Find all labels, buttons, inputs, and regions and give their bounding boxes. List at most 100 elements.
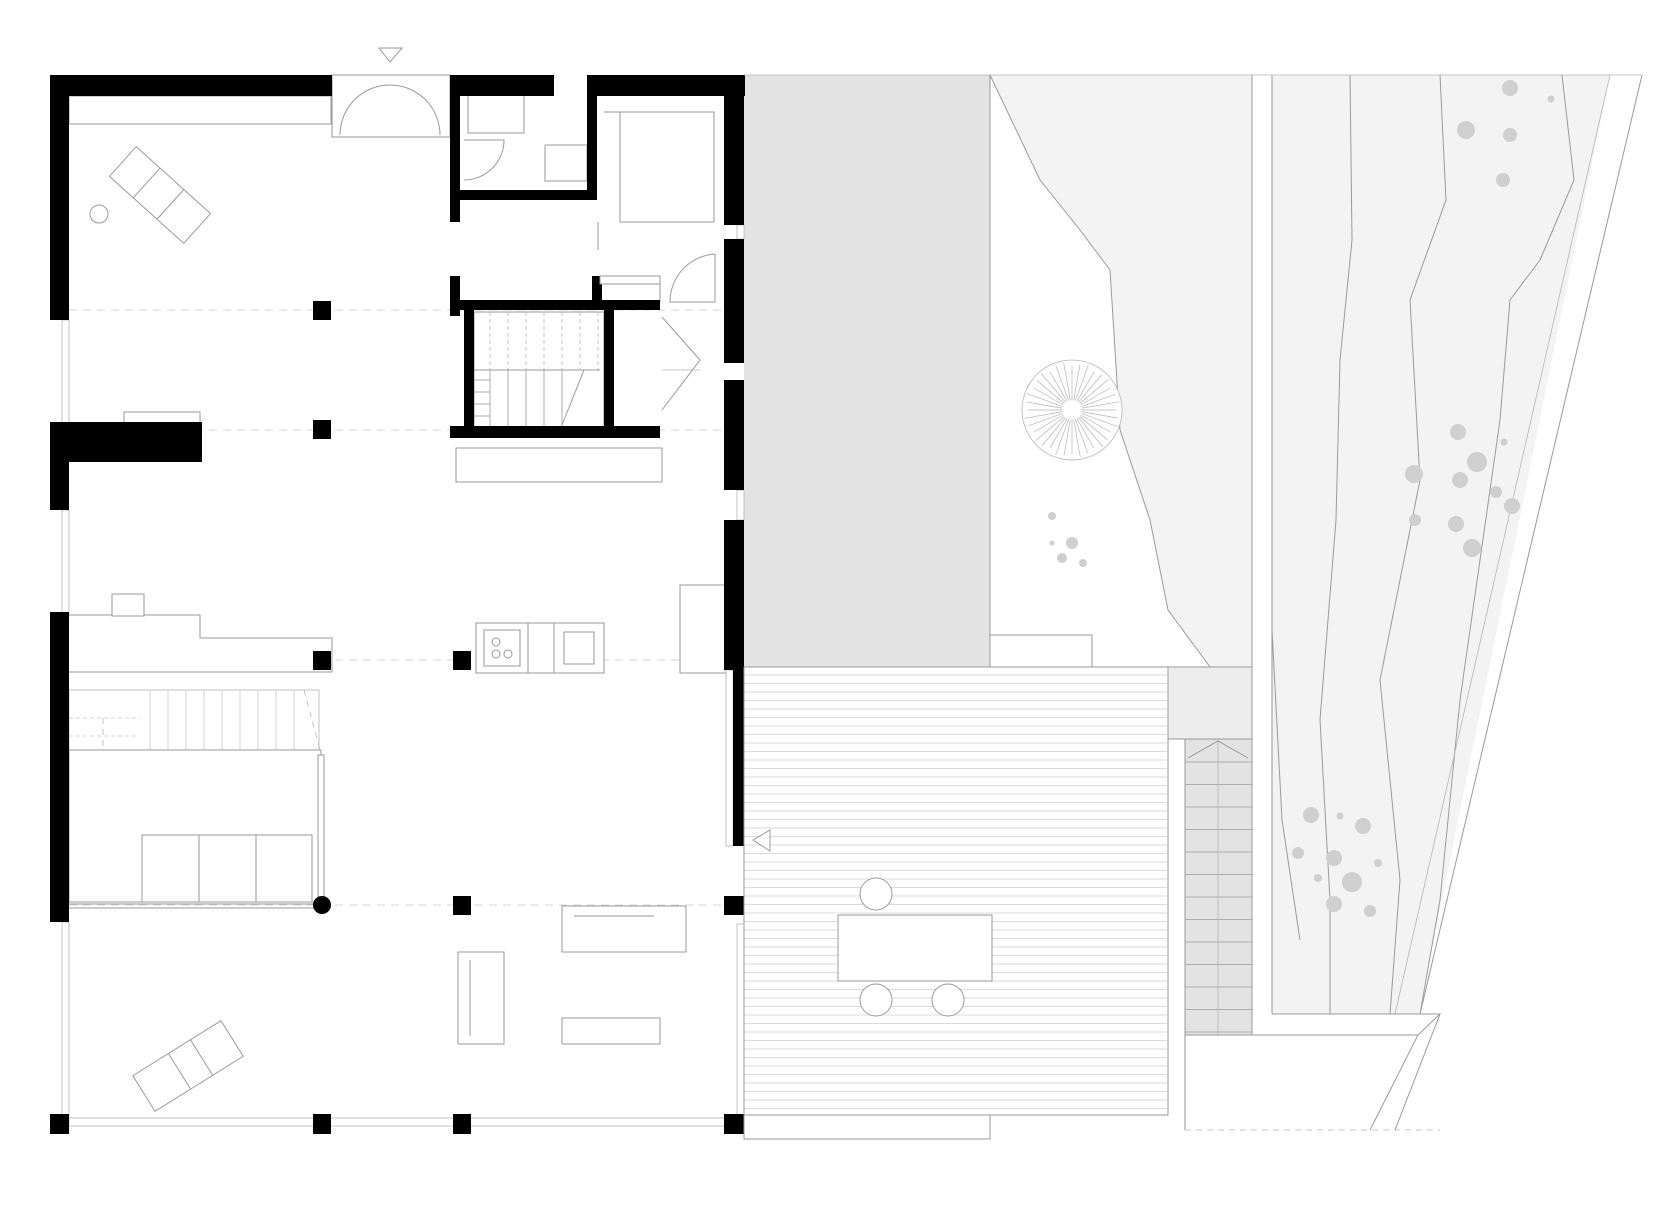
thin-outlines bbox=[743, 74, 1642, 1139]
tree-branch bbox=[1081, 411, 1118, 419]
paved-strip bbox=[744, 75, 990, 667]
sofa-cushion-1 bbox=[141, 834, 200, 903]
pebble bbox=[1448, 516, 1464, 532]
column-2 bbox=[313, 420, 331, 439]
wall-stair-bottom bbox=[450, 426, 660, 438]
wc-door-swing bbox=[463, 139, 505, 181]
stair-arrow-line bbox=[559, 369, 585, 431]
tree-branch bbox=[1055, 419, 1069, 456]
tree-branch bbox=[1033, 387, 1064, 406]
column-8 bbox=[453, 1114, 471, 1134]
pebble bbox=[1326, 896, 1342, 912]
wall-stair-mid bbox=[604, 306, 614, 436]
tree-branch bbox=[1079, 378, 1109, 404]
tree-branch bbox=[1076, 418, 1095, 449]
terrace-chair-bottom-right bbox=[931, 983, 965, 1017]
window-sill-left bbox=[61, 319, 70, 426]
wall-wc-left bbox=[450, 75, 460, 222]
pebble bbox=[1463, 539, 1481, 557]
pebble bbox=[1457, 121, 1475, 139]
river-bank-3 bbox=[1419, 74, 1575, 1015]
entry-door-swing-left bbox=[339, 84, 391, 136]
tree-branch bbox=[1080, 387, 1111, 406]
pebble bbox=[1292, 847, 1304, 859]
exterior-stair bbox=[1184, 738, 1253, 1036]
lounge-chair-bottom bbox=[132, 1019, 244, 1113]
exterior-stair-treads bbox=[1185, 761, 1252, 1033]
river-bank-4 bbox=[1271, 629, 1301, 941]
pebble bbox=[1314, 874, 1322, 882]
wall-top-wc-left bbox=[450, 75, 554, 96]
tree-branch bbox=[1042, 417, 1066, 446]
window-sill-right bbox=[725, 669, 734, 847]
wall-left-lower bbox=[50, 612, 69, 922]
pebble bbox=[1450, 424, 1466, 440]
terrace-chair-top bbox=[859, 877, 893, 911]
pebble bbox=[1079, 559, 1087, 567]
wall-right-5 bbox=[733, 670, 744, 846]
wall-stair-top bbox=[450, 276, 460, 316]
window-bench bbox=[68, 95, 332, 125]
exterior-surfaces bbox=[744, 75, 1642, 1130]
round-column bbox=[313, 896, 331, 914]
interior-fixtures bbox=[61, 74, 745, 1127]
wc-sink bbox=[467, 94, 525, 134]
pebble bbox=[1049, 540, 1055, 546]
wall-top-left bbox=[50, 75, 332, 96]
tree-branch bbox=[1073, 419, 1081, 458]
exterior-stair-outline bbox=[1184, 738, 1253, 1036]
pebble bbox=[1467, 452, 1487, 472]
tree-branch bbox=[1035, 416, 1065, 442]
wall-stair-h bbox=[599, 275, 661, 285]
window-sill-right-2 bbox=[736, 923, 745, 1119]
pebble bbox=[1303, 807, 1319, 823]
triangle-down-icon bbox=[377, 47, 404, 63]
retaining-wall-2 bbox=[1272, 1013, 1442, 1036]
tree-branch bbox=[1055, 366, 1069, 401]
burner-1 bbox=[491, 637, 501, 647]
interior-stair-treads bbox=[474, 312, 599, 430]
tree-branch bbox=[1040, 373, 1066, 403]
wall-left-block bbox=[50, 422, 202, 462]
tree-branch bbox=[1026, 393, 1063, 407]
window-sill-right-4 bbox=[736, 224, 745, 240]
coffee-table bbox=[561, 1017, 661, 1045]
wall-stair-top-2 bbox=[450, 300, 660, 310]
pebble bbox=[1502, 80, 1518, 96]
tree-branch bbox=[1076, 371, 1095, 402]
terrace-deck bbox=[743, 634, 1169, 1140]
triangle-left-icon bbox=[752, 829, 771, 852]
column-4 bbox=[453, 651, 471, 670]
tree-branch bbox=[1063, 362, 1071, 401]
armchair bbox=[457, 951, 505, 1045]
pebble bbox=[1048, 512, 1056, 520]
pebble bbox=[1326, 850, 1342, 866]
wall-stair-right-mid bbox=[592, 276, 602, 306]
tree-branch bbox=[1078, 374, 1102, 403]
island-sink bbox=[563, 631, 595, 665]
sofa-cushion-3 bbox=[255, 834, 313, 903]
pebble bbox=[1409, 514, 1421, 526]
pebble bbox=[1547, 95, 1555, 103]
sliding-panel bbox=[317, 754, 325, 908]
pantry-door-swing bbox=[661, 316, 701, 411]
pebble bbox=[1452, 472, 1468, 488]
wall-right-upper bbox=[724, 75, 744, 225]
pebble bbox=[1405, 465, 1423, 483]
kitchen-hood bbox=[111, 593, 145, 617]
pebble bbox=[1057, 553, 1067, 563]
walls bbox=[50, 75, 745, 1134]
tree-symbol bbox=[1021, 359, 1123, 461]
utility-door-swing bbox=[669, 253, 716, 303]
cooktop bbox=[483, 629, 521, 667]
landscape-lines bbox=[989, 74, 1643, 1131]
lower-stair bbox=[68, 689, 321, 827]
pebble bbox=[1342, 872, 1362, 892]
wall-top-right bbox=[587, 75, 745, 96]
pebble bbox=[1374, 859, 1382, 867]
tree-branch bbox=[1079, 416, 1108, 440]
column-9 bbox=[724, 1114, 744, 1134]
wall-corner-bottom-left bbox=[50, 1114, 69, 1134]
